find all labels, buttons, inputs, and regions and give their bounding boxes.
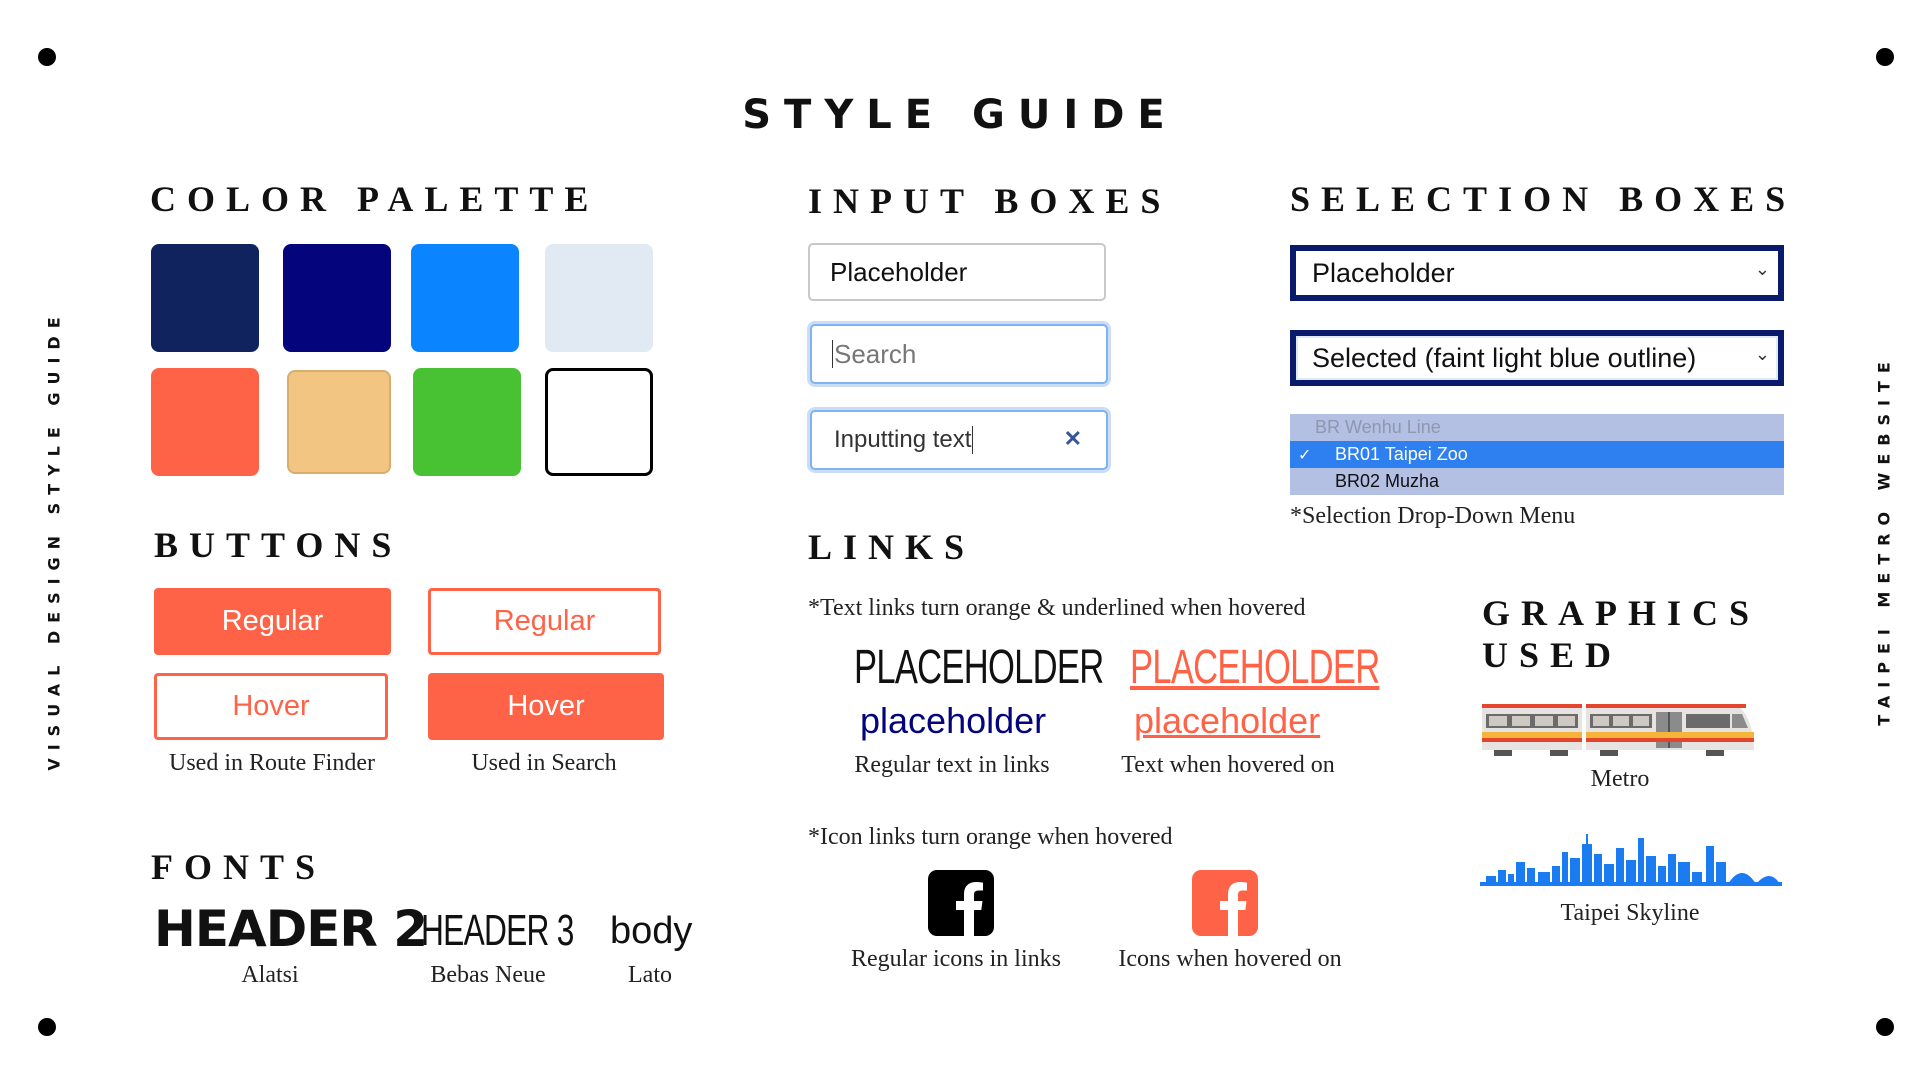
selected-select[interactable]: Selected (faint light blue outline) ⌄ bbox=[1290, 330, 1784, 386]
chevron-down-icon: ⌄ bbox=[1754, 259, 1770, 279]
regular-icons-caption: Regular icons in links bbox=[851, 946, 1061, 972]
swatch-dark-blue bbox=[283, 244, 391, 352]
icon-links-note: *Icon links turn orange when hovered bbox=[808, 824, 1173, 850]
search-caption: Used in Search bbox=[471, 750, 617, 776]
header2-font-name: Alatsi bbox=[241, 962, 299, 988]
hovered-icons-caption: Icons when hovered on bbox=[1118, 946, 1342, 972]
header-link-hovered[interactable]: PLACEHOLDER bbox=[1130, 641, 1380, 694]
skyline-caption: Taipei Skyline bbox=[1560, 900, 1700, 926]
text-link-hovered[interactable]: placeholder bbox=[1134, 700, 1321, 741]
swatch-white bbox=[545, 368, 653, 476]
graphics-title-line1: GRAPHICS bbox=[1482, 593, 1761, 633]
typing-input[interactable]: Inputting text ✕ bbox=[810, 410, 1108, 470]
dropdown-caption: *Selection Drop-Down Menu bbox=[1290, 503, 1576, 529]
dropdown-menu: BR Wenhu Line ✓ BR01 Taipei Zoo BR02 Muz… bbox=[1290, 414, 1784, 495]
dropdown-option-selected[interactable]: ✓ BR01 Taipei Zoo bbox=[1290, 441, 1784, 468]
page-title: STYLE GUIDE bbox=[742, 92, 1178, 138]
corner-dot-bottom-right bbox=[1876, 1018, 1894, 1036]
hover-outline-button[interactable]: Hover bbox=[154, 673, 388, 740]
swatch-tan bbox=[287, 370, 391, 474]
selected-select-value: Selected (faint light blue outline) bbox=[1312, 342, 1697, 373]
text-link[interactable]: placeholder bbox=[860, 700, 1047, 741]
swatch-bright-blue bbox=[411, 244, 519, 352]
body-font-name: Lato bbox=[628, 962, 672, 988]
placeholder-select[interactable]: Placeholder ⌄ bbox=[1290, 245, 1784, 301]
buttons-title: BUTTONS bbox=[154, 525, 403, 565]
graphics-title-line2: USED bbox=[1482, 635, 1623, 675]
header3-font-name: Bebas Neue bbox=[430, 962, 546, 988]
placeholder-input[interactable]: Placeholder bbox=[808, 243, 1106, 301]
text-links-note: *Text links turn orange & underlined whe… bbox=[808, 595, 1306, 621]
placeholder-select-value: Placeholder bbox=[1312, 257, 1455, 288]
metro-caption: Metro bbox=[1590, 766, 1650, 792]
side-label-right: TAIPEI METRO WEBSITE bbox=[1874, 354, 1894, 726]
typing-input-value: Inputting text bbox=[834, 426, 972, 453]
dropdown-option[interactable]: BR02 Muzha bbox=[1335, 471, 1440, 491]
header-link[interactable]: PLACEHOLDER bbox=[854, 641, 1104, 694]
header3-sample: HEADER 3 bbox=[421, 906, 574, 955]
taipei-skyline-graphic bbox=[1480, 832, 1782, 888]
placeholder-input-text: Placeholder bbox=[830, 256, 968, 287]
selection-boxes-title: SELECTION BOXES bbox=[1290, 179, 1797, 219]
swatch-green bbox=[413, 368, 521, 476]
facebook-icon-hovered[interactable] bbox=[1192, 870, 1258, 936]
metro-train-graphic bbox=[1480, 700, 1756, 760]
body-sample: body bbox=[610, 910, 693, 952]
regular-outline-button[interactable]: Regular bbox=[428, 588, 661, 655]
swatch-pale-blue bbox=[545, 244, 653, 352]
facebook-icon[interactable] bbox=[928, 870, 994, 936]
regular-button[interactable]: Regular bbox=[154, 588, 391, 655]
check-icon: ✓ bbox=[1298, 446, 1312, 464]
search-input[interactable]: Search bbox=[810, 324, 1108, 384]
search-input-placeholder: Search bbox=[834, 338, 917, 369]
regular-text-caption: Regular text in links bbox=[854, 752, 1050, 778]
hover-button[interactable]: Hover bbox=[428, 673, 664, 740]
dropdown-group-header: BR Wenhu Line bbox=[1315, 417, 1441, 437]
input-boxes-title: INPUT BOXES bbox=[808, 181, 1172, 221]
corner-dot-top-right bbox=[1876, 48, 1894, 66]
swatch-navy bbox=[151, 244, 259, 352]
side-label-left: VISUAL DESIGN STYLE GUIDE bbox=[44, 309, 64, 771]
text-cursor bbox=[972, 426, 974, 454]
swatch-orange bbox=[151, 368, 259, 476]
graphics-title: GRAPHICS USED bbox=[1482, 592, 1760, 676]
color-palette-title: COLOR PALETTE bbox=[150, 179, 600, 219]
chevron-down-icon: ⌄ bbox=[1754, 344, 1770, 364]
fonts-title: FONTS bbox=[151, 847, 327, 887]
header2-sample: HEADER 2 bbox=[154, 900, 428, 958]
text-cursor bbox=[832, 340, 833, 368]
route-finder-caption: Used in Route Finder bbox=[169, 750, 375, 776]
corner-dot-top-left bbox=[38, 48, 56, 66]
corner-dot-bottom-left bbox=[38, 1018, 56, 1036]
links-title: LINKS bbox=[808, 527, 976, 567]
hovered-text-caption: Text when hovered on bbox=[1121, 752, 1335, 778]
clear-icon[interactable]: ✕ bbox=[1063, 426, 1082, 451]
